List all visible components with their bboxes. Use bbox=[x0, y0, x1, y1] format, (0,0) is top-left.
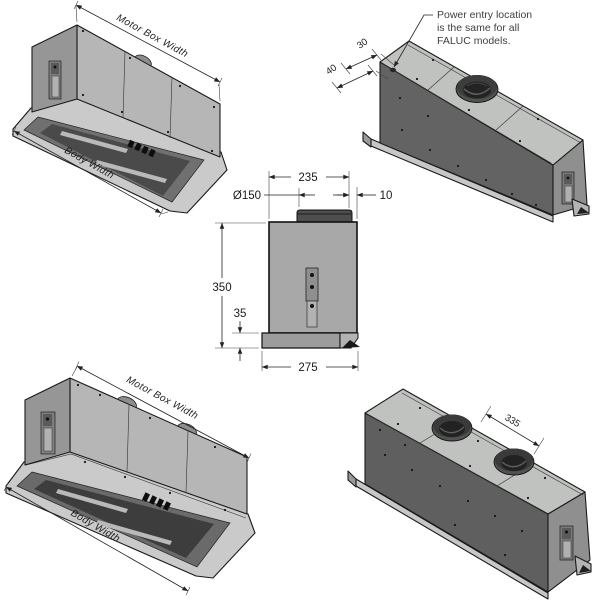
panel-seam bbox=[169, 77, 173, 139]
annotation-line: Power entry location bbox=[437, 9, 532, 21]
visor-tip bbox=[342, 340, 360, 348]
duct-collar bbox=[493, 448, 535, 476]
dim-235: 235 bbox=[268, 172, 350, 184]
flange-end bbox=[362, 131, 372, 148]
foot-notch bbox=[579, 565, 591, 573]
view-iso-front-single-motor: Motor Box Width Body Width bbox=[11, 0, 228, 218]
view-iso-rear-twin-duct: 335 bbox=[347, 388, 592, 600]
dim-275: 275 bbox=[261, 362, 359, 374]
top-seam bbox=[367, 414, 546, 513]
screw-dots bbox=[396, 406, 547, 500]
dim-base-depth: 275 bbox=[298, 362, 317, 374]
screw-dots bbox=[398, 96, 538, 207]
dim-duct-diameter: Ø150 bbox=[233, 190, 261, 202]
foot-notch bbox=[577, 207, 589, 214]
annotation-line: FALUC models. bbox=[437, 35, 511, 47]
dim-rear-offset: 10 bbox=[380, 190, 393, 202]
view-side-section: 235 Ø150 10 350 35 275 bbox=[212, 171, 392, 374]
latch bbox=[561, 171, 575, 205]
offset-dim-30: 30 bbox=[355, 36, 370, 51]
top-seam bbox=[495, 105, 524, 131]
duct-spacing-dim: 335 bbox=[503, 412, 522, 430]
annotation-line: is the same for all bbox=[437, 22, 519, 34]
view-iso-front-twin-motor: Motor Box Width Body Width bbox=[3, 361, 256, 596]
offset-dim-40: 40 bbox=[324, 62, 339, 77]
dim-top-width: 235 bbox=[298, 172, 317, 184]
duct-collar-side bbox=[296, 209, 353, 223]
latch-side bbox=[305, 267, 319, 328]
dim-visor-height: 35 bbox=[234, 308, 247, 320]
view-iso-rear-single-duct: 30 40 Power entry location is the same f… bbox=[324, 9, 590, 223]
power-entry-hole bbox=[390, 67, 396, 73]
dim-height: 350 bbox=[212, 282, 231, 294]
base-visor bbox=[261, 332, 341, 349]
dim-35: 35 bbox=[234, 308, 247, 361]
dim-power-entry-offsets: 30 40 bbox=[324, 36, 395, 94]
annotation-power-entry: Power entry location is the same for all… bbox=[393, 9, 532, 68]
top-seam bbox=[427, 66, 455, 91]
latch bbox=[48, 60, 62, 100]
screw-dots bbox=[378, 428, 524, 557]
dim-150-10: Ø150 10 bbox=[233, 190, 392, 202]
duct-collar bbox=[455, 75, 499, 103]
latch bbox=[40, 411, 56, 455]
flange-end bbox=[347, 470, 357, 488]
duct-collar bbox=[431, 414, 473, 442]
top-seam bbox=[382, 63, 552, 164]
top-face bbox=[379, 40, 584, 166]
latch bbox=[559, 525, 574, 561]
dim-350: 350 bbox=[212, 222, 232, 349]
